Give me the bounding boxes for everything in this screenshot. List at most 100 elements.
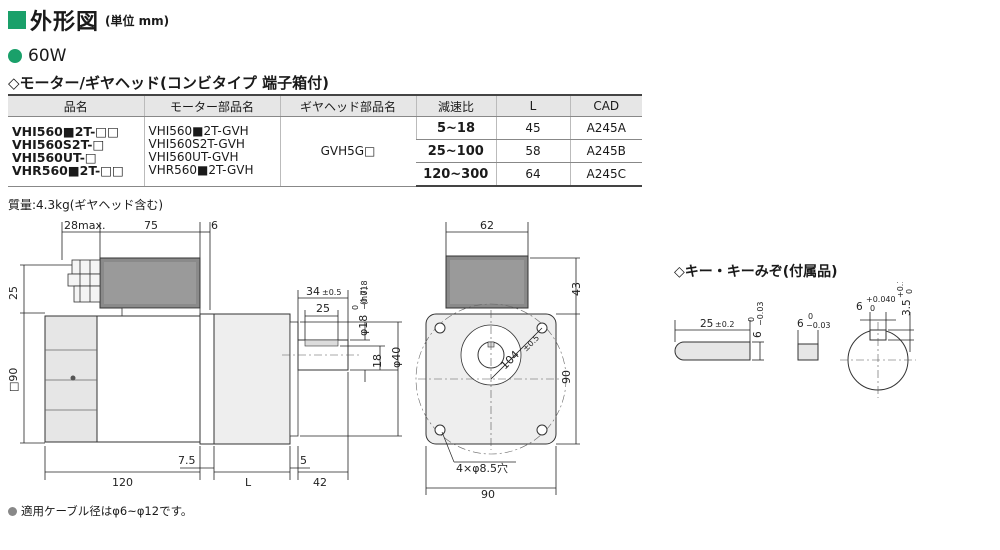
section-subtitle: ◇モーター/ギヤヘッド(コンビタイプ 端子箱付) bbox=[8, 74, 329, 92]
footnote: 適用ケーブル径はφ6~φ12です。 bbox=[8, 503, 192, 519]
mount-holes bbox=[434, 322, 548, 436]
terminal-box-front-face bbox=[450, 260, 524, 304]
cad-cell: A245C bbox=[569, 162, 642, 187]
bullet-dot-icon bbox=[8, 49, 22, 63]
mount-hole-icon bbox=[434, 424, 446, 436]
dim-slot-w: 6 bbox=[856, 301, 863, 313]
dim-34: 34 bbox=[306, 285, 320, 298]
model-cell: VHI560■2T-□□ VHI560S2T-□ VHI560UT-□ VHR5… bbox=[8, 116, 144, 187]
model-name: VHI560■2T-□□ bbox=[12, 124, 119, 140]
cad-cell: A245B bbox=[569, 139, 642, 163]
power-value: 60W bbox=[28, 46, 67, 66]
dim-6: 6 bbox=[211, 219, 218, 232]
dim-phi18-tol-top: 0 bbox=[351, 305, 360, 310]
col-header-gearhead-part: ギヤヘッド部品名 bbox=[279, 94, 416, 117]
dim-key-h-tol-bot: −0.03 bbox=[756, 301, 765, 326]
cad-cell: A245A bbox=[569, 116, 642, 140]
table-row: 25~100 58 A245B bbox=[8, 139, 642, 163]
table-row: VHI560■2T-□□ VHI560S2T-□ VHI560UT-□ VHR5… bbox=[8, 116, 642, 187]
gearhead-part-cell: GVH5G□ bbox=[279, 116, 416, 187]
col-header-model: 品名 bbox=[8, 94, 144, 117]
dim-key-w: 6 bbox=[797, 318, 804, 330]
dim-phi18-fit: (h7) bbox=[360, 287, 370, 305]
dim-slot-w-tol-bot: 0 bbox=[870, 304, 875, 313]
dim-phi40: φ40 bbox=[390, 347, 403, 368]
l-cell: 64 bbox=[495, 162, 570, 187]
dim-28max: 28max. bbox=[64, 219, 105, 232]
dim-90-right: 90 bbox=[560, 370, 573, 384]
dim-key-h: 6 bbox=[752, 331, 764, 338]
col-header-motor-part: モーター部品名 bbox=[143, 94, 280, 117]
dim-key-w-tol-bot: −0.03 bbox=[806, 321, 831, 330]
dim-slot-w-tol-top: +0.040 bbox=[866, 295, 896, 304]
table-header-row: 品名 モーター部品名 ギヤヘッド部品名 減速比 L CAD bbox=[8, 94, 642, 117]
col-header-l: L bbox=[495, 94, 570, 117]
ratio-cell: 120~300 bbox=[416, 162, 496, 187]
gearhead-pilot bbox=[289, 321, 299, 437]
dim-phi18-tol-bot: −0.018 bbox=[360, 280, 369, 310]
key-drawing: 25 ±0.2 6 0 −0.03 6 0 −0.03 6 +0.040 0 3… bbox=[674, 282, 916, 398]
motor-screw-icon bbox=[70, 375, 76, 381]
dim-43: 43 bbox=[570, 282, 583, 296]
dim-7-5: 7.5 bbox=[178, 454, 196, 467]
model-name: VHI560UT-□ bbox=[12, 150, 97, 166]
motor-part-name: VHI560S2T-GVH bbox=[148, 137, 245, 152]
gearhead-body bbox=[213, 313, 291, 445]
l-cell: 45 bbox=[495, 116, 570, 140]
dim-90-bottom: 90 bbox=[481, 488, 495, 500]
dim-25: 25 bbox=[7, 286, 20, 300]
dim-62: 62 bbox=[480, 219, 494, 232]
dim-25b: 25 bbox=[316, 302, 330, 315]
dim-line-104 bbox=[490, 327, 543, 380]
spec-table: 品名 モーター部品名 ギヤヘッド部品名 減速比 L CAD VHI560■2T-… bbox=[8, 94, 642, 187]
gland-nut bbox=[71, 259, 101, 275]
col-header-ratio: 減速比 bbox=[415, 94, 496, 117]
leader-line-holes bbox=[441, 431, 455, 463]
footnote-bullet-icon bbox=[8, 506, 17, 516]
mount-hole-icon bbox=[434, 322, 446, 334]
l-cell: 58 bbox=[495, 139, 570, 163]
front-view-drawing: 62 43 90 90 4×φ8.5穴 104 ±0.5 bbox=[415, 219, 583, 500]
dim-5: 5 bbox=[300, 454, 307, 467]
power-rating: 60W bbox=[8, 46, 66, 66]
dim-75: 75 bbox=[144, 219, 158, 232]
dim-l: L bbox=[245, 476, 252, 489]
dim-key-h-tol-top: 0 bbox=[747, 317, 756, 322]
ratio-cell: 25~100 bbox=[416, 139, 496, 163]
motor-part-cell: VHI560■2T-GVH VHI560S2T-GVH VHI560UT-GVH… bbox=[143, 116, 280, 187]
footnote-text: 適用ケーブル径はφ6~φ12です。 bbox=[21, 504, 193, 518]
terminal-mount bbox=[121, 307, 201, 317]
dim-34-tol: ±0.5 bbox=[322, 288, 341, 297]
bolt-circle bbox=[415, 303, 567, 455]
model-name: VHI560S2T-□ bbox=[12, 137, 105, 153]
unit-label: (単位 mm) bbox=[105, 13, 170, 28]
motor-part-name: VHR560■2T-GVH bbox=[148, 163, 254, 178]
dim-slot-d-tol-bot: 0 bbox=[905, 289, 914, 294]
page-title: 外形図 bbox=[30, 10, 100, 35]
gland-body bbox=[67, 273, 101, 287]
cable-gland bbox=[67, 259, 101, 303]
mass-note: 質量:4.3kg(ギヤヘッド含む) bbox=[8, 198, 164, 212]
shaft-keyway bbox=[304, 339, 339, 347]
key-side bbox=[674, 341, 751, 361]
dim-18: 18 bbox=[371, 354, 384, 368]
dim-key-len: 25 bbox=[700, 318, 713, 330]
motor-part-name: VHI560UT-GVH bbox=[148, 150, 239, 165]
motor-part-name: VHI560■2T-GVH bbox=[148, 124, 249, 139]
dim-key-len-tol: ±0.2 bbox=[715, 320, 734, 329]
dim-120: 120 bbox=[112, 476, 133, 489]
table-row: 120~300 64 A245C bbox=[8, 162, 642, 187]
motor-fins bbox=[45, 349, 97, 411]
key-section-title: ◇キー・キーみぞ(付属品) bbox=[674, 264, 838, 280]
dim-42: 42 bbox=[313, 476, 327, 489]
holes-label: 4×φ8.5穴 bbox=[456, 461, 508, 475]
motor-flange bbox=[199, 313, 215, 445]
dim-90sq: □90 bbox=[7, 368, 20, 392]
key-end bbox=[797, 343, 819, 361]
dim-phi18: φ18 bbox=[357, 315, 370, 336]
dim-key-w-tol-top: 0 bbox=[808, 312, 813, 321]
ratio-cell: 5~18 bbox=[415, 116, 496, 140]
terminal-box-face bbox=[104, 262, 196, 304]
title-square-icon bbox=[8, 11, 26, 29]
side-view-drawing: 28max. 75 6 25 □90 120 7.5 L 5 42 34 ±0.… bbox=[7, 219, 403, 489]
